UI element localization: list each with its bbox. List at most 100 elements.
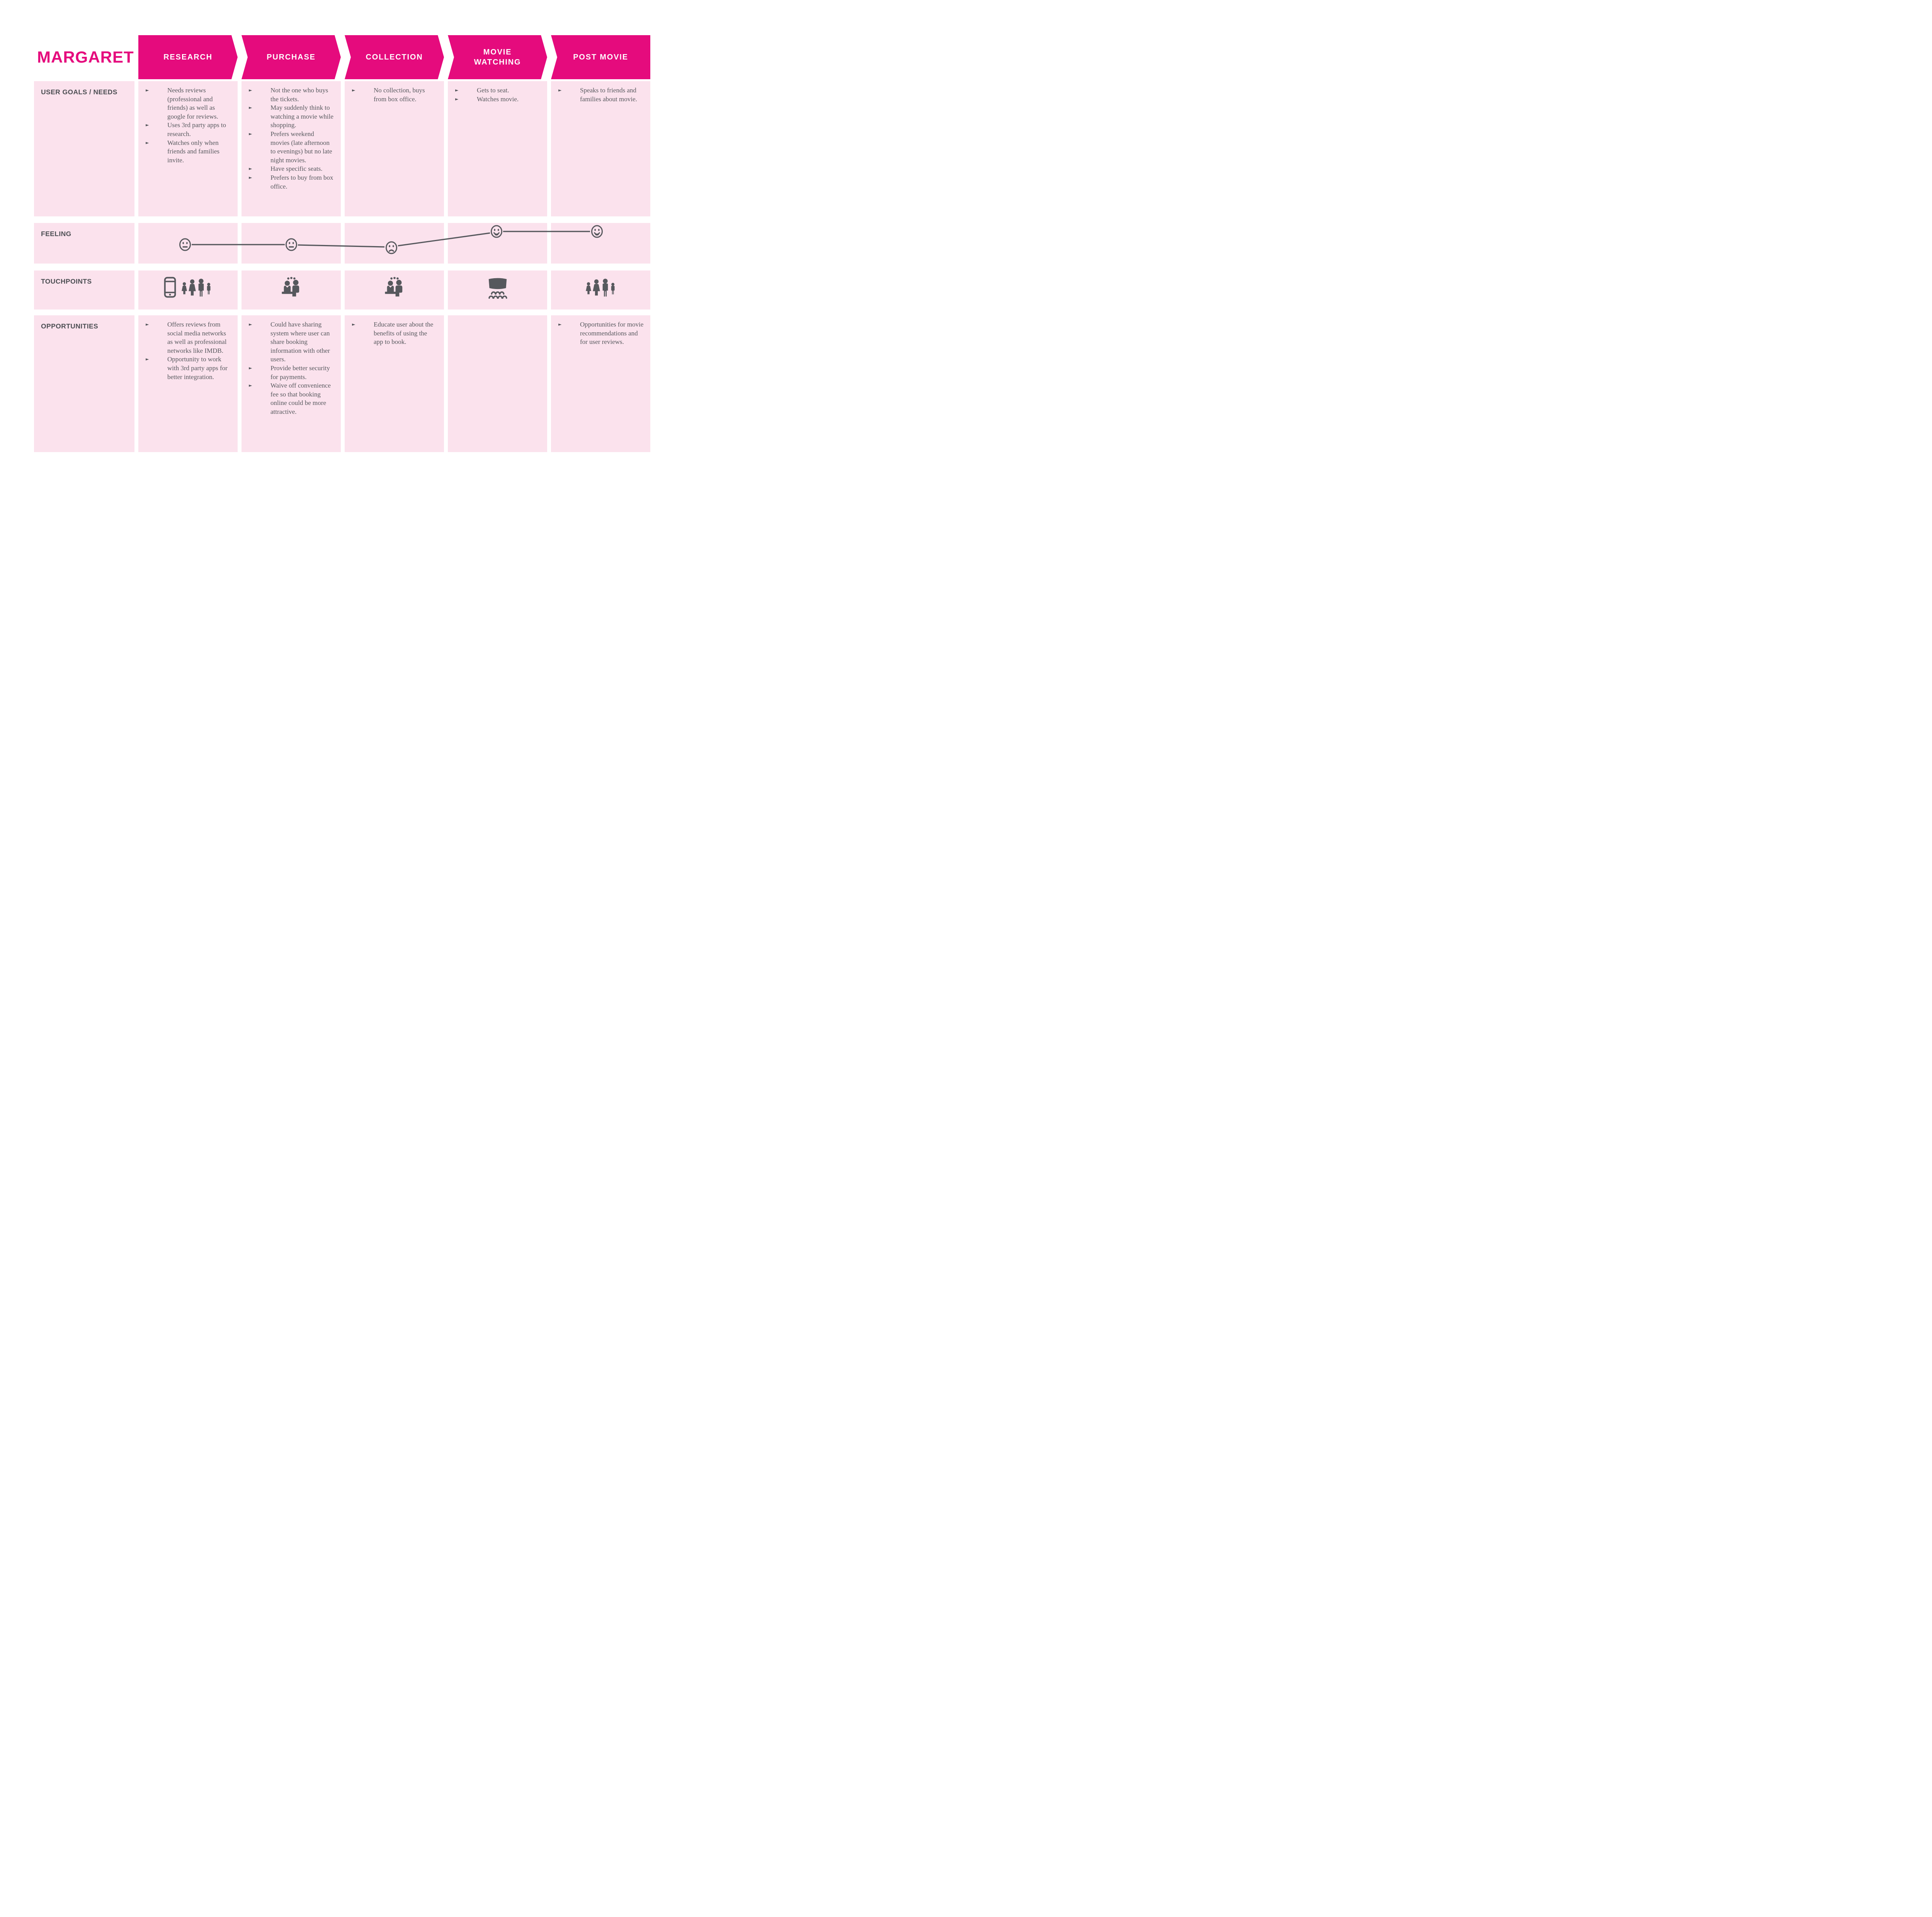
feeling-cell-movie-watching xyxy=(448,223,547,264)
header-row: MARGARET RESEARCH PURCHASE COLLECTION MO… xyxy=(34,35,650,79)
bullet-text: Prefers to buy from box office. xyxy=(270,174,333,190)
bullet-arrow-icon: ► xyxy=(455,96,459,102)
row-label: FEELING xyxy=(41,230,71,238)
bullet-arrow-icon: ► xyxy=(558,322,562,327)
stage-label: PURCHASE xyxy=(267,53,316,61)
bullet-text: Speaks to friends and families about mov… xyxy=(580,87,637,103)
bullet-text: Gets to seat. xyxy=(477,87,509,94)
stage-header-purchase: PURCHASE xyxy=(242,35,341,79)
bullet-list: ►Educate user about the benefits of usin… xyxy=(345,315,444,350)
happy-face-icon xyxy=(591,225,603,238)
neutral-face-icon xyxy=(286,238,297,251)
bullet-item: ► Could have sharing system where user ca… xyxy=(248,320,335,364)
user-goals-row: USER GOALS / NEEDS ► Needs reviews (profe… xyxy=(34,81,650,216)
bullet-item: ► Uses 3rd party apps to research. xyxy=(145,121,231,138)
bullet-text: Have specific seats. xyxy=(270,165,323,173)
bullet-item: ►Opportunity to work with 3rd party apps… xyxy=(145,355,231,381)
box-office-counter-icon xyxy=(281,277,299,297)
row-label-cell: OPPORTUNITIES xyxy=(34,315,134,452)
smartphone-icon xyxy=(164,277,176,298)
bullet-item: ►Gets to seat. xyxy=(454,86,541,95)
cinema-screen-audience-icon xyxy=(488,278,507,299)
bullet-list: ►Opportunities for movie recommendations… xyxy=(551,315,650,350)
bullet-arrow-icon: ► xyxy=(249,383,252,388)
stage-header-post-movie: POST MOVIE xyxy=(551,35,650,79)
bullet-list: ►No collection, buys from box office. xyxy=(345,81,444,107)
bullet-arrow-icon: ► xyxy=(249,105,252,111)
row-label: TOUCHPOINTS xyxy=(41,277,92,285)
bullet-arrow-icon: ► xyxy=(146,122,149,128)
feeling-line xyxy=(298,244,385,248)
bullet-text: Waive off convenience fee so that bookin… xyxy=(270,382,331,416)
row-label-cell: TOUCHPOINTS xyxy=(34,270,134,310)
bullet-item: ► Waive off convenience fee so that booki… xyxy=(248,381,335,416)
bullet-arrow-icon: ► xyxy=(146,322,149,327)
opportunities-row: OPPORTUNITIES ► Offers reviews from socia… xyxy=(34,315,650,452)
bullet-text: May suddenly think to watching a movie w… xyxy=(270,104,333,129)
touchpoints-row: TOUCHPOINTS xyxy=(34,270,650,310)
row-label-cell: FEELING xyxy=(34,223,134,264)
bullet-text: Offers reviews from social media network… xyxy=(167,321,227,354)
bullet-arrow-icon: ► xyxy=(249,88,252,93)
bullet-list: ► Not the one who buys the tickets. ► May s… xyxy=(242,81,341,194)
bullet-item: ► Needs reviews (professional and friends… xyxy=(145,86,231,121)
goals-cell-purchase: ► Not the one who buys the tickets. ► May s… xyxy=(242,81,341,216)
stage-label: RESEARCH xyxy=(163,53,213,61)
opportunities-cell-collection: ►Educate user about the benefits of usin… xyxy=(345,315,444,452)
bullet-arrow-icon: ► xyxy=(249,131,252,137)
bullet-item: ►Opportunities for movie recommendations… xyxy=(557,320,644,347)
bullet-list: ► Offers reviews from social media networ… xyxy=(138,315,238,384)
feeling-cell-purchase xyxy=(242,223,341,264)
bullet-list xyxy=(448,315,547,323)
bullet-text: Prefers weekend movies (late afternoon t… xyxy=(270,130,332,164)
bullet-item: ► May suddenly think to watching a movie … xyxy=(248,104,335,130)
opportunities-cell-research: ► Offers reviews from social media networ… xyxy=(138,315,238,452)
sad-face-icon xyxy=(386,241,397,254)
bullet-item: ► Watches movie. xyxy=(454,95,541,104)
bullet-arrow-icon: ► xyxy=(558,88,562,93)
bullet-text: Uses 3rd party apps to research. xyxy=(167,121,226,138)
bullet-text: Could have sharing system where user can… xyxy=(270,321,330,363)
touchpoints-cell-research xyxy=(138,270,238,310)
box-office-counter-icon xyxy=(384,277,402,297)
bullet-arrow-icon: ► xyxy=(249,366,252,371)
stage-label: POST MOVIE xyxy=(573,53,628,61)
goals-cell-movie-watching: ►Gets to seat.► Watches movie. xyxy=(448,81,547,216)
emotion-curve-graphic xyxy=(179,225,603,254)
touchpoints-cell-collection xyxy=(345,270,444,310)
goals-cell-post-movie: ► Speaks to friends and families about mo… xyxy=(551,81,650,216)
goals-cell-collection: ►No collection, buys from box office. xyxy=(345,81,444,216)
bullet-arrow-icon: ► xyxy=(146,88,149,93)
persona-cell: MARGARET xyxy=(34,35,134,79)
persona-name: MARGARET xyxy=(37,48,134,66)
bullet-item: ►Provide better security for payments. xyxy=(248,364,335,381)
bullet-text: Watches movie. xyxy=(477,95,519,103)
bullet-arrow-icon: ► xyxy=(249,322,252,327)
row-label-cell: USER GOALS / NEEDS xyxy=(34,81,134,216)
bullet-item: ► Not the one who buys the tickets. xyxy=(248,86,335,104)
bullet-arrow-icon: ► xyxy=(249,166,252,172)
stage-header-movie-watching: MOVIE WATCHING xyxy=(448,35,547,79)
happy-face-icon xyxy=(491,225,502,238)
bullet-item: ► Offers reviews from social media networ… xyxy=(145,320,231,355)
bullet-list: ► Could have sharing system where user ca… xyxy=(242,315,341,420)
family-group-icon xyxy=(181,279,211,297)
bullet-item: ► Have specific seats. xyxy=(248,165,335,173)
bullet-text: Educate user about the benefits of using… xyxy=(374,321,434,346)
family-group-icon xyxy=(585,279,615,297)
bullet-text: Watches only when friends and families i… xyxy=(167,139,220,164)
bullet-item: ► Prefers weekend movies (late afternoon … xyxy=(248,130,335,165)
bullet-list: ► Speaks to friends and families about mo… xyxy=(551,81,650,107)
row-label: USER GOALS / NEEDS xyxy=(41,88,117,96)
feeling-row: FEELING xyxy=(34,223,650,264)
stage-label: COLLECTION xyxy=(366,53,423,61)
customer-journey-map: MARGARET RESEARCH PURCHASE COLLECTION MO… xyxy=(0,0,678,479)
bullet-text: Needs reviews (professional and friends)… xyxy=(167,87,218,120)
opportunities-cell-purchase: ► Could have sharing system where user ca… xyxy=(242,315,341,452)
bullet-text: Not the one who buys the tickets. xyxy=(270,87,328,103)
stage-label: MOVIE WATCHING xyxy=(474,48,521,66)
bullet-list: ►Gets to seat.► Watches movie. xyxy=(448,81,547,107)
bullet-item: ►Watches only when friends and families … xyxy=(145,139,231,165)
stage-header-research: RESEARCH xyxy=(138,35,238,79)
goals-cell-research: ► Needs reviews (professional and friends… xyxy=(138,81,238,216)
